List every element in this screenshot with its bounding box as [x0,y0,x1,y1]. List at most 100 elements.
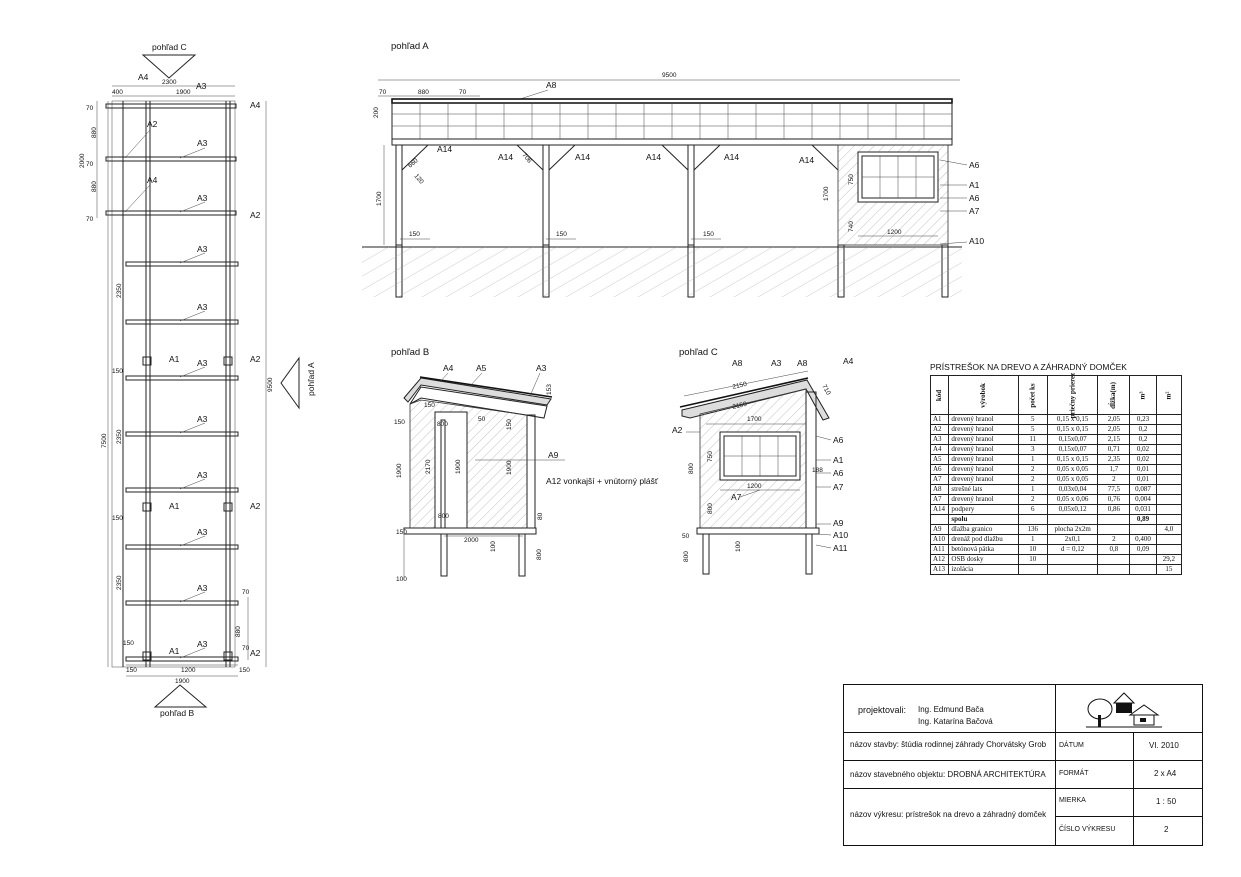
view-b-dim-150-right: 150 [506,419,513,430]
stamp-mierka-value: 1 : 50 [1156,797,1177,806]
table-cell: 10 [1017,544,1048,555]
table-cell [1155,484,1183,495]
table-cell: drevený hranol [948,414,1019,425]
materials-table: PRÍSTREŠOK NA DREVO A ZÁHRADNÝ DOMČEK kó… [929,362,1183,575]
view-c-dim-750: 750 [707,451,714,462]
view-a-dim-1700r: 1700 [823,186,830,201]
view-b-dim-800-post: 800 [536,549,543,560]
view-b-label-a3: A3 [536,363,547,373]
plan-label-a3-7: A3 [197,470,208,480]
plan-dim-top-right: 1900 [176,89,191,96]
table-cell: 5 [1017,424,1048,435]
view-a-label-a7: A7 [969,206,980,216]
view-c-label-a8-2: A8 [797,358,808,368]
table-cell: plocha 2x2m [1046,524,1099,535]
table-cell: 10 [1017,554,1048,565]
view-a-label-a14-2: A14 [498,152,513,162]
view-a-label-a8: A8 [546,80,557,90]
table-cell: A11 [929,544,950,555]
table-cell [1155,414,1183,425]
table-cell: dlažba granico [948,524,1019,535]
plan-dim-top-left: 400 [112,89,123,96]
plan-label-a3-5: A3 [197,358,208,368]
table-cell: 0,05 x 0,05 [1046,474,1099,485]
view-c-dim-2150a: 2150 [732,381,748,391]
table-cell: 5 [1017,414,1048,425]
view-b-dim-1900a: 1900 [455,459,462,474]
plan-dim-right-70a: 70 [242,589,250,596]
plan-dim-bottom-150r: 150 [239,667,250,674]
table-cell: drevený hranol [948,454,1019,465]
view-a-label-a14-1: A14 [437,144,452,154]
table-cell: 77,5 [1097,484,1131,495]
view-b-dim-150-base: 150 [396,529,407,536]
table-cell: podpery [948,504,1019,515]
view-c-label-a8-1: A8 [732,358,743,368]
view-b-label-a4: A4 [443,363,454,373]
plan-label-a3-1: A3 [197,138,208,148]
table-cell [1155,454,1183,465]
header-dlzka: dĺžka(m) [1109,381,1118,409]
plan-label-a2-2: A2 [250,210,261,220]
plan-dim-bottom-1200: 1200 [181,667,196,674]
table-cell: 1 [1017,534,1048,545]
plan-view-a-label: pohľad A [306,362,316,396]
table-cell: izolácia [948,564,1019,575]
table-cell: 0,23 [1129,414,1157,425]
table-cell: drevený hranol [948,434,1019,445]
stamp-cislo-label: ČÍSLO VÝKRESU [1059,826,1116,833]
header-kod: kód [935,389,944,401]
view-b-dim-2000: 2000 [464,537,479,544]
table-cell: drevený hranol [948,474,1019,485]
table-cell [1155,544,1183,555]
table-cell: strešné lats [948,484,1019,495]
table-cell: 11 [1017,434,1048,445]
plan-label-a1-2: A1 [169,501,180,511]
table-cell: 2 [1017,474,1048,485]
view-b-dim-100: 100 [490,541,497,552]
table-cell: 0,01 [1129,474,1157,485]
plan-dim-top-total: 2300 [162,79,177,86]
view-a-dim-200: 200 [373,107,380,118]
table-cell: A3 [929,434,950,445]
table-cell: 0,400 [1129,534,1157,545]
table-cell: 0,15x0,07 [1046,434,1099,445]
view-a-dim-750: 750 [848,174,855,185]
table-cell: 0,031 [1129,504,1157,515]
view-c-arrow-marker [141,54,197,79]
view-c-label-a3: A3 [771,358,782,368]
table-cell [1155,424,1183,435]
table-cell: 29,2 [1155,554,1183,565]
view-b-dim-150-left: 150 [394,419,405,426]
table-cell: 0,02 [1129,444,1157,455]
table-cell [1046,554,1099,565]
table-cell: A10 [929,534,950,545]
view-b-dim-2170: 2170 [425,459,432,474]
table-cell [1097,514,1131,525]
table-cell: 2,15 [1097,434,1131,445]
table-cell [1129,524,1157,535]
table-cell: drevený hranol [948,444,1019,455]
plan-label-a4-top: A4 [138,72,149,82]
table-cell: A13 [929,564,950,575]
view-c-label-a7-1: A7 [833,482,844,492]
table-cell [1129,554,1157,565]
table-cell: 2,35 [1097,454,1131,465]
plan-label-a3-top: A3 [196,81,207,91]
stamp-vykres-label: názov výkresu: [850,810,904,819]
view-a-dim-total: 9500 [662,72,677,79]
table-cell [1017,564,1048,575]
view-c-dim-800: 800 [707,503,714,514]
table-cell: 2 [1017,464,1048,475]
table-cell [1155,504,1183,515]
plan-dim-150c: 150 [123,640,134,647]
view-b-dim-1900b: 1900 [396,463,403,478]
stamp-mierka-label: MIERKA [1059,797,1086,804]
table-cell: 1 [1017,454,1048,465]
